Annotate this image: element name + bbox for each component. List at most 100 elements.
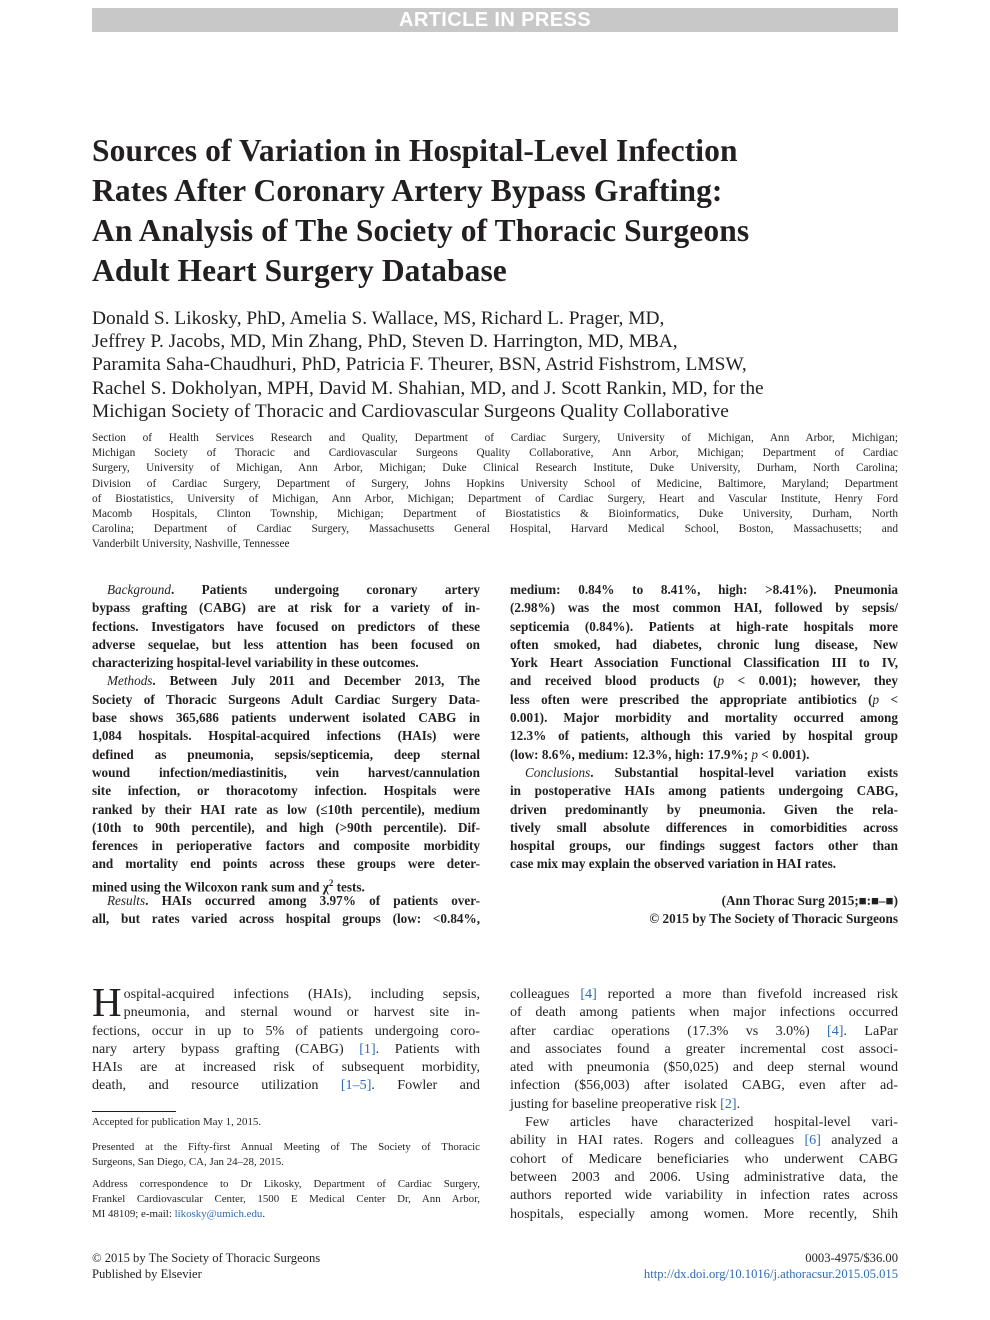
footer-issn: 0003-4975/$36.00 [805, 1251, 898, 1265]
abstract-line: base shows 365,686 patients underwent is… [92, 710, 480, 726]
body-line: after cardiac operations (17.3% vs 3.0%)… [510, 1022, 898, 1039]
abstract-line: and received blood products (p < 0.001);… [510, 673, 898, 689]
article-title: Sources of Variation in Hospital-Level I… [92, 131, 898, 291]
abstract-line: Methods. Between July 2011 and December … [107, 673, 480, 689]
body-line: and associates found a greater increment… [510, 1040, 898, 1057]
affiliation-line: Carolina; Department of Cardiac Surgery,… [92, 523, 898, 536]
abstract-line: 1,084 hospitals. Hospital-acquired infec… [92, 728, 480, 744]
footer-left: © 2015 by The Society of Thoracic Surgeo… [92, 1251, 320, 1282]
body-line: pneumonia, and sternal wound or harvest … [123, 1004, 480, 1021]
article-in-press-banner: ARTICLE IN PRESS [92, 8, 898, 32]
abstract-line: ferences in perioperative factors and co… [92, 838, 480, 854]
drop-cap: H [92, 979, 122, 1025]
body-line: ability in HAI rates. Rogers and colleag… [510, 1132, 898, 1149]
abstract-line: (2.98%) was the most common HAI, followe… [510, 600, 898, 616]
body-line: hospitals, especially among women. More … [510, 1205, 898, 1222]
abstract-line: medium: 0.84% to 8.41%, high: >8.41%). P… [510, 582, 898, 597]
title-line: An Analysis of The Society of Thoracic S… [92, 213, 750, 248]
abstract-copyright: © 2015 by The Society of Thoracic Surgeo… [649, 911, 898, 927]
body-line: authors reported wide variability in inf… [510, 1187, 898, 1204]
reference-link[interactable]: [1] [359, 1040, 376, 1057]
abstract-right-column: medium: 0.84% to 8.41%, high: >8.41%). P… [510, 581, 898, 929]
body-line: cohort of Medicare beneficiaries who und… [510, 1150, 898, 1167]
results-label: Results [107, 893, 146, 909]
abstract-line: Society of Thoracic Surgeons Adult Cardi… [92, 691, 480, 707]
body-left-column: H ospital-acquired infections (HAIs), in… [92, 979, 480, 1095]
footnote-presented: Presented at the Fifty-first Annual Meet… [92, 1141, 480, 1169]
abstract-line: defined as pneumonia, sepsis/septicemia,… [92, 746, 480, 762]
author-line: Donald S. Likosky, PhD, Amelia S. Wallac… [92, 308, 665, 329]
methods-label: Methods [107, 673, 153, 689]
abstract-line: characterizing hospital-level variabilit… [92, 655, 419, 671]
reference-link[interactable]: [2] [720, 1095, 737, 1112]
abstract-line: hospital groups, our findings suggest fa… [510, 838, 898, 854]
body-line: Few articles have characterized hospital… [525, 1114, 898, 1131]
abstract-line: all, but rates varied across hospital gr… [92, 911, 480, 927]
affiliation-line: Michigan Society of Thoracic and Cardiov… [92, 447, 898, 460]
title-line: Rates After Coronary Artery Bypass Graft… [92, 173, 723, 208]
footnote-correspondence: Address correspondence to Dr Likosky, De… [92, 1178, 480, 1221]
footer-publisher: Published by Elsevier [92, 1266, 202, 1281]
conclusions-label: Conclusions [525, 764, 591, 780]
affiliation-line: Vanderbilt University, Nashville, Tennes… [92, 538, 290, 551]
reference-link[interactable]: [4] [580, 986, 597, 1002]
abstract-line: fections. Investigators have focused on … [92, 618, 480, 634]
abstract-line: wound infection/mediastinitis, vein harv… [92, 764, 480, 780]
abstract-line: Conclusions. Substantial hospital-level … [525, 764, 898, 780]
abstract-line: bypass grafting (CABG) are at risk for a… [92, 600, 480, 616]
abstract-line: (10th to 90th percentile), and high (>90… [92, 819, 480, 835]
footnote-divider [92, 1111, 176, 1112]
title-line: Adult Heart Surgery Database [92, 253, 507, 288]
abstract-line: 0.001). Major morbidity and mortality oc… [510, 710, 898, 726]
abstract-line: septicemia (0.84%). Patients at high-rat… [510, 618, 898, 634]
title-line: Sources of Variation in Hospital-Level I… [92, 133, 738, 168]
body-line: nary artery bypass grafting (CABG) [1]. … [92, 1040, 480, 1057]
author-line: Rachel S. Dokholyan, MPH, David M. Shahi… [92, 377, 764, 399]
abstract-line: case mix may explain the observed variat… [510, 856, 836, 872]
body-line: justing for baseline preoperative risk [… [510, 1095, 741, 1112]
abstract-line: Background. Patients undergoing coronary… [107, 582, 480, 597]
body-line: ospital-acquired infections (HAIs), incl… [123, 986, 480, 1002]
footer-right: 0003-4975/$36.00 http://dx.doi.org/10.10… [644, 1251, 898, 1282]
affiliation-line: of Biostatistics, University of Michigan… [92, 492, 898, 505]
body-line: fections, occur in up to 5% of patients … [92, 1022, 480, 1039]
abstract-left-column: Background. Patients undergoing coronary… [92, 581, 480, 929]
email-link[interactable]: likosky@umich.edu [174, 1208, 263, 1221]
author-list: Donald S. Likosky, PhD, Amelia S. Wallac… [92, 307, 898, 423]
abstract-line: in postoperative HAIs among patients und… [510, 783, 898, 799]
abstract-line: and mortality end points across these gr… [92, 856, 480, 872]
abstract-line: tively small absolute differences in com… [510, 819, 898, 835]
abstract-line: Results. HAIs occurred among 3.97% of pa… [107, 893, 480, 909]
body-line: ated with pneumonia ($50,025) and deep s… [510, 1059, 898, 1076]
abstract-line: driven predominantly by pneumonia. Given… [510, 801, 898, 817]
affiliations: Section of Health Services Research and … [92, 431, 898, 553]
background-label: Background [107, 582, 171, 597]
abstract-line: mined using the Wilcoxon rank sum and χ2… [92, 877, 365, 895]
affiliation-line: Macomb Hospitals, Clinton Township, Mich… [92, 508, 898, 521]
abstract-line: often smoked, had diabetes, chronic lung… [510, 636, 898, 652]
footnote-accepted: Accepted for publication May 1, 2015. [92, 1116, 262, 1128]
author-line: Paramita Saha-Chaudhuri, PhD, Patricia F… [92, 354, 747, 376]
affiliation-line: Surgery, University of Michigan, Ann Arb… [92, 462, 898, 475]
doi-link[interactable]: http://dx.doi.org/10.1016/j.athoracsur.2… [643, 1266, 898, 1281]
body-line: HAIs are at increased risk of subsequent… [92, 1059, 480, 1076]
abstract-line: (low: 8.6%, medium: 12.3%, high: 17.9%; … [510, 746, 810, 762]
body-right-column: colleagues [4] reported a more than five… [510, 985, 898, 1223]
author-line: Michigan Society of Thoracic and Cardiov… [92, 400, 729, 422]
reference-link[interactable]: [6] [804, 1132, 821, 1149]
body-line: death, and resource utilization [1–5]. F… [92, 1077, 480, 1094]
affiliation-line: Division of Cardiac Surgery, Department … [92, 477, 898, 490]
abstract-line: adverse sequelae, but less attention has… [92, 636, 480, 652]
journal-citation: (Ann Thorac Surg 2015;■:■–■) [721, 893, 898, 909]
abstract-line: less often were prescribed the appropria… [510, 691, 898, 707]
body-line: infection ($56,003) after isolated CABG,… [510, 1077, 898, 1094]
author-line: Jeffrey P. Jacobs, MD, Min Zhang, PhD, S… [92, 331, 678, 353]
reference-link[interactable]: [4] [827, 1022, 844, 1039]
abstract-line: ranked by their HAI rate as low (≤10th p… [92, 801, 480, 817]
body-line: between 2003 and 2006. Using administrat… [510, 1168, 898, 1185]
body-line: of death among patients when major infec… [510, 1004, 898, 1021]
abstract-line: site infection, or thoracotomy infection… [92, 783, 480, 799]
reference-link[interactable]: [1–5] [340, 1077, 372, 1094]
body-line: colleagues [4] reported a more than five… [510, 986, 899, 1002]
footer-copyright: © 2015 by The Society of Thoracic Surgeo… [92, 1251, 321, 1265]
